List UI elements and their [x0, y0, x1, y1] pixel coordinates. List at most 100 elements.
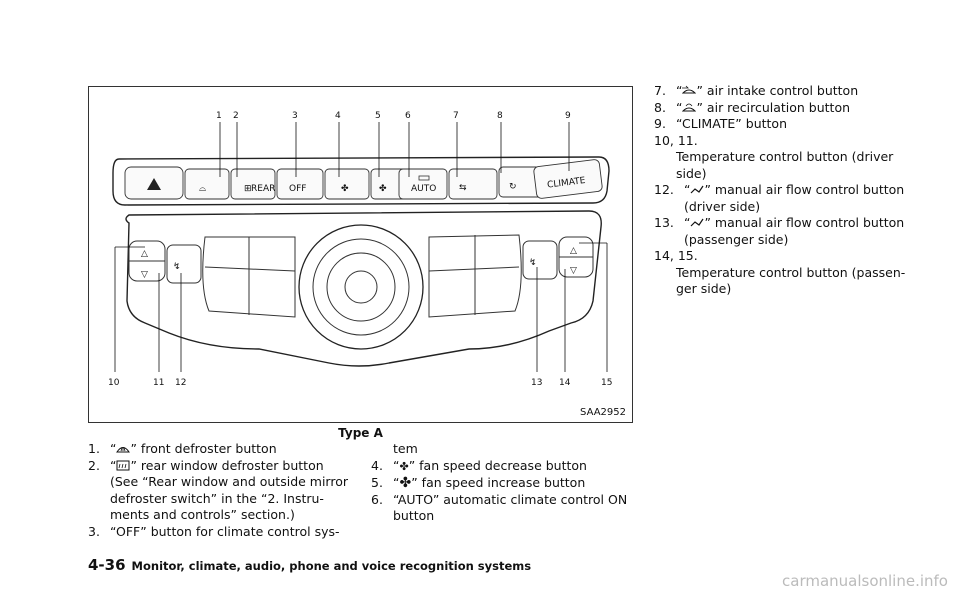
- item-number: 14, 15.: [654, 248, 698, 263]
- callout-1: 1: [216, 111, 222, 121]
- callout-8: 8: [497, 111, 503, 121]
- front-defroster-icon: [116, 447, 131, 453]
- auto-indicator: [418, 175, 430, 181]
- callout-4: 4: [335, 111, 341, 121]
- item-number: 5.: [371, 475, 383, 490]
- list-item: 8. “ ” air recirculation button: [654, 100, 916, 117]
- item-number: 4.: [371, 457, 383, 473]
- auto-label: AUTO: [411, 184, 436, 194]
- callout-15: 15: [601, 378, 612, 388]
- list-item: 13. “” manual air flow control button (p…: [654, 215, 916, 248]
- list-item: 10, 11. Temperature control button (driv…: [654, 133, 916, 183]
- callout-3: 3: [292, 111, 298, 121]
- item-text: Temperature control button (passen-ger s…: [676, 264, 906, 297]
- item-number: 6.: [371, 491, 383, 507]
- callout-5: 5: [375, 111, 381, 121]
- quote-open: “: [110, 441, 117, 456]
- item-number: 9.: [654, 116, 666, 131]
- page-footer: 4-36 Monitor, climate, audio, phone and v…: [88, 556, 531, 574]
- recirc-glyph: ↻: [509, 182, 517, 192]
- quote-open: “: [676, 99, 683, 115]
- off-label: OFF: [289, 184, 306, 194]
- quote-open: “: [393, 457, 400, 473]
- right-airflow-glyph: ↯: [529, 258, 537, 268]
- page-number: 4-36: [88, 556, 126, 574]
- rear-defrost-button-shape: [230, 168, 276, 200]
- item-text: ” front defroster button: [130, 441, 277, 456]
- callout-11: 11: [153, 378, 164, 388]
- callout-14: 14: [559, 378, 571, 388]
- climate-button-shape: [533, 159, 603, 199]
- quote-open: “: [676, 83, 683, 98]
- list-item: 2. “” rear window defroster button (See …: [88, 458, 350, 524]
- off-button-shape: [276, 168, 324, 200]
- item-text: ” manual air flow control button (passen…: [684, 215, 905, 247]
- list-item: 14, 15. Temperature control button (pass…: [654, 248, 916, 298]
- item-text: Temperature control button (driver side): [676, 149, 894, 181]
- right-airflow-button-shape: [522, 240, 558, 280]
- manual-airflow-icon: [691, 218, 704, 227]
- callout-2: 2: [233, 111, 239, 121]
- list-item: 5. “✤” fan speed increase button: [371, 475, 633, 492]
- left-temp-down-glyph: ▽: [141, 270, 148, 280]
- intake-button-shape: [448, 168, 498, 200]
- quote-open: “: [684, 215, 691, 230]
- item-text: ” air recirculation button: [696, 99, 851, 115]
- intake-glyph: ⇆: [459, 183, 467, 193]
- items-column-1: 1. “ ” front defroster button 2. “” rear …: [88, 441, 350, 540]
- item-number: 2.: [88, 457, 100, 473]
- left-airflow-glyph: ↯: [173, 262, 181, 272]
- list-item: 1. “ ” front defroster button: [88, 441, 350, 458]
- items-column-3: 7. “” air intake control button 8. “” ai…: [654, 83, 916, 298]
- callout-10: 10: [108, 378, 120, 388]
- rear-label: REAR: [251, 184, 275, 194]
- rear-defroster-glyph: ⊞: [244, 184, 252, 194]
- quote-open: “: [684, 182, 691, 197]
- callout-7: 7: [453, 111, 459, 121]
- item-text: ” manual air flow control button (driver…: [684, 182, 905, 214]
- front-defrost-button-shape: [184, 168, 230, 200]
- list-item: 4. “✤” fan speed decrease button: [371, 458, 633, 476]
- item-text: ” rear window defroster button (See “Rea…: [110, 457, 349, 523]
- callout-13: 13: [531, 378, 542, 388]
- knob-center: [344, 270, 378, 304]
- manual-airflow-icon: [691, 185, 704, 194]
- item-number: 10, 11.: [654, 132, 698, 148]
- items-column-2: tem 4. “✤” fan speed decrease button 5. …: [371, 441, 633, 525]
- fan-low-glyph: ✤: [341, 184, 349, 194]
- fan-high-glyph: ✤: [379, 184, 387, 194]
- left-temp-up-glyph: △: [141, 249, 148, 259]
- callout-12: 12: [175, 378, 186, 388]
- item-text: ” fan speed increase button: [411, 475, 586, 490]
- item-number: 3.: [88, 523, 100, 539]
- climate-panel-diagram: ⌓ ⊞ REAR OFF ✤ ✤ AUTO ⇆ ↻ CLIMATE △ ▽ ↯ …: [108, 111, 612, 388]
- list-item: 3. “OFF” button for climate control sys-: [88, 524, 350, 541]
- figure-code: SAA2952: [580, 407, 626, 418]
- item-text: “CLIMATE” button: [676, 116, 787, 131]
- item-text: ” fan speed decrease button: [408, 457, 587, 473]
- item-number: 12.: [654, 182, 674, 197]
- callout-9: 9: [565, 111, 571, 121]
- figure-panel: ⌓ ⊞ REAR OFF ✤ ✤ AUTO ⇆ ↻ CLIMATE △ ▽ ↯ …: [88, 86, 633, 423]
- continued-text: tem: [393, 441, 418, 456]
- item-text: ” air intake control button: [696, 83, 859, 98]
- rear-defroster-icon: [116, 460, 130, 470]
- air-intake-icon: [682, 85, 697, 94]
- air-recirculation-icon: [682, 103, 697, 111]
- quote-open: “: [110, 457, 117, 473]
- fan-low-icon: ✤: [399, 459, 409, 473]
- fan-low-button-shape: [324, 168, 370, 200]
- list-item: 7. “” air intake control button: [654, 83, 916, 100]
- watermark: carmanualsonline.info: [782, 572, 948, 590]
- item-number: 8.: [654, 99, 666, 115]
- section-title: Monitor, climate, audio, phone and voice…: [131, 559, 532, 573]
- list-item: 12. “” manual air flow control button (d…: [654, 182, 916, 215]
- right-temp-down-glyph: ▽: [570, 266, 577, 276]
- item-text: “OFF” button for climate control sys-: [110, 523, 340, 539]
- figure-caption: Type A: [338, 426, 383, 440]
- item-text: “AUTO” automatic climate control ON butt…: [393, 491, 628, 524]
- item-number: 1.: [88, 441, 100, 456]
- quote-open: “: [393, 475, 400, 490]
- hazard-triangle-icon: [147, 178, 161, 190]
- front-defroster-glyph: ⌓: [199, 184, 206, 194]
